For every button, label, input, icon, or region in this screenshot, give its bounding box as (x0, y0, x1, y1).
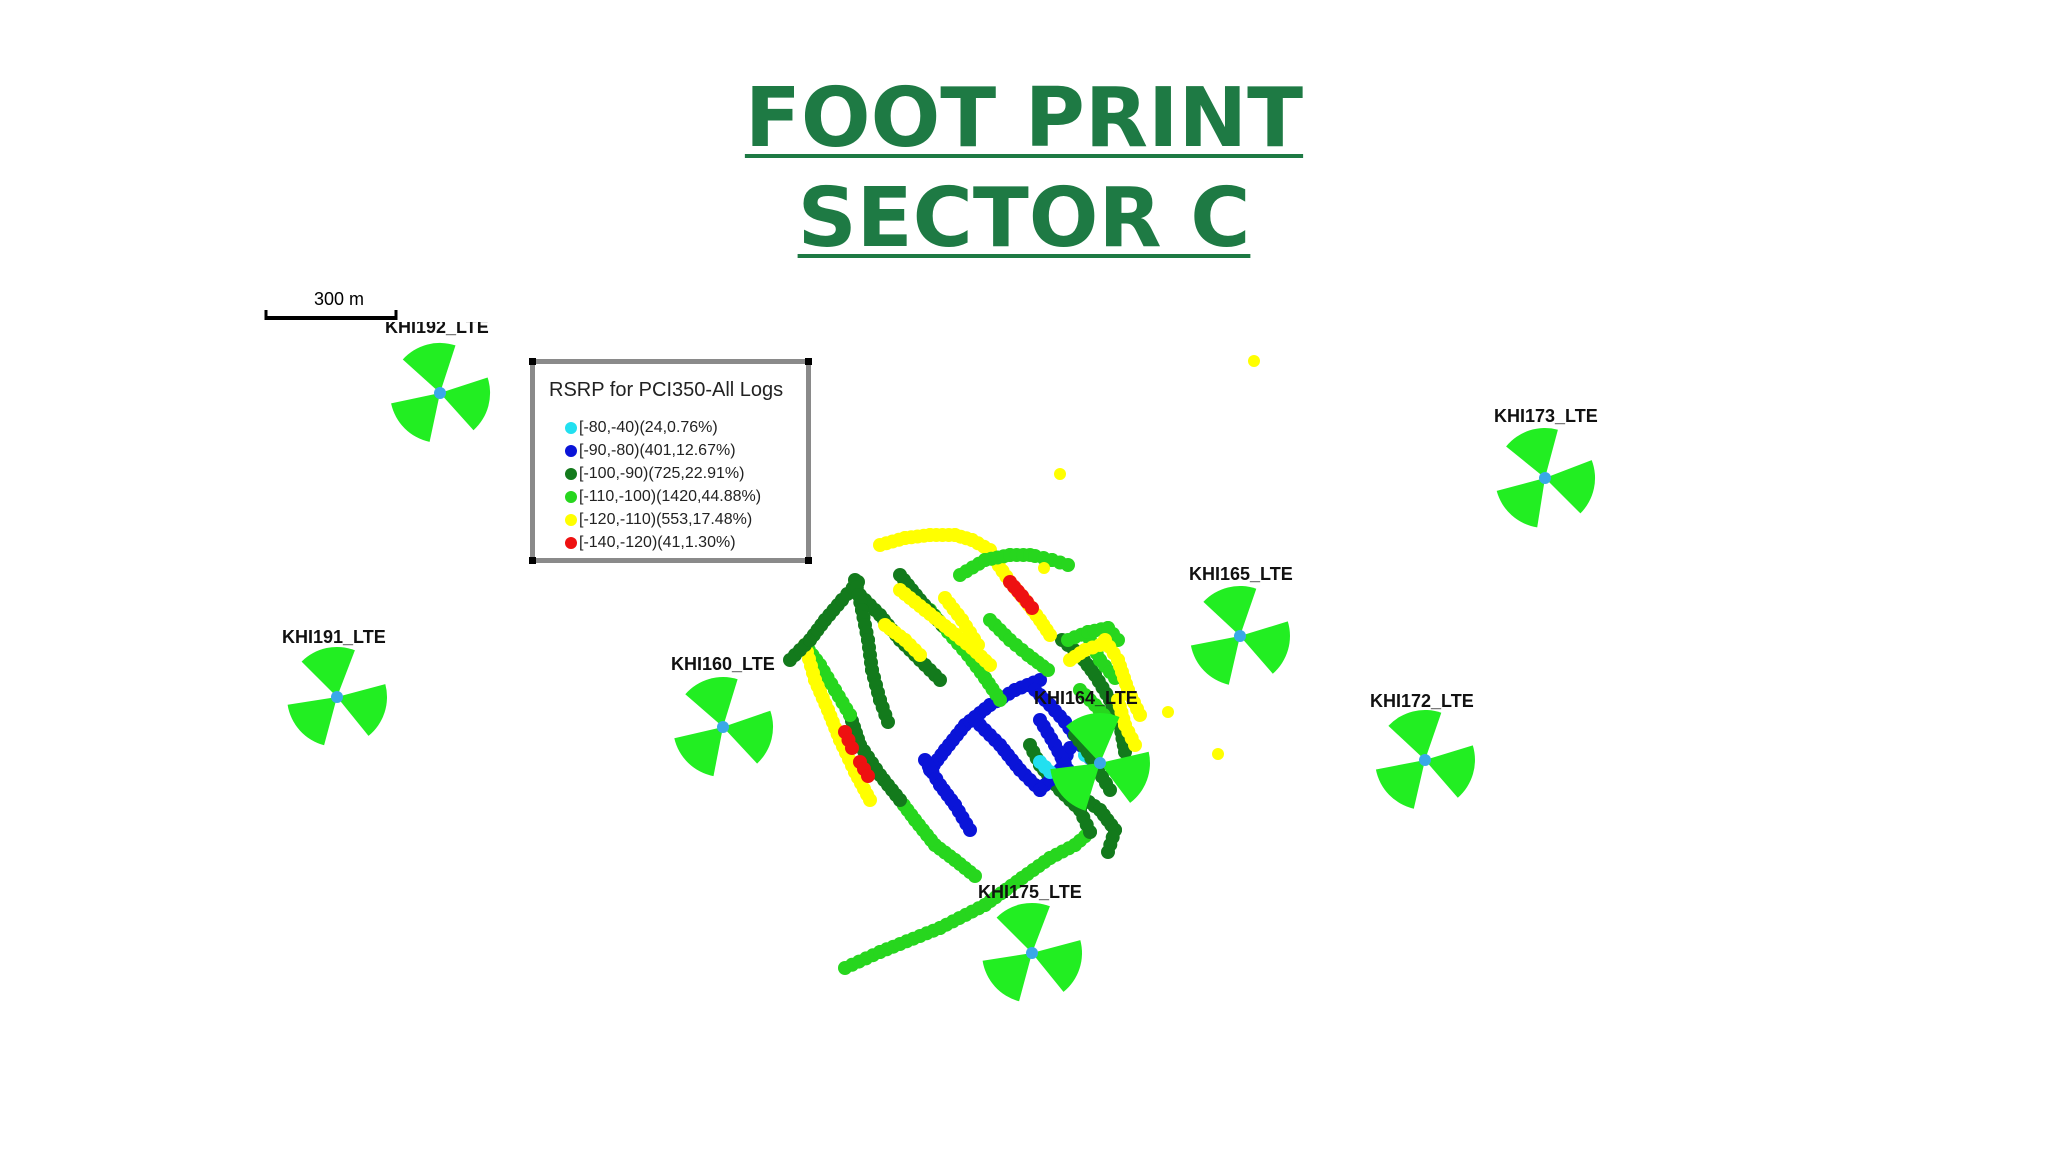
measurement-point (913, 648, 927, 662)
legend-dot-icon (565, 536, 577, 549)
site-antenna-icon[interactable] (391, 342, 491, 442)
legend-item: [-120,-110)(553,17.48%) (565, 508, 761, 531)
site-label: KHI173_LTE (1494, 406, 1598, 426)
site-antenna-icon[interactable] (1496, 427, 1596, 528)
legend-item-label: [-110,-100)(1420,44.88%) (579, 487, 762, 505)
measurement-point (971, 638, 985, 652)
sites-layer (287, 342, 1596, 1002)
measurement-point (1133, 708, 1147, 722)
measurement-point (861, 769, 875, 783)
measurement-point (863, 793, 877, 807)
legend-item: [-100,-90)(725,22.91%) (565, 462, 761, 485)
legend-item-label: [-120,-110)(553,17.48%) (579, 510, 753, 528)
legend-item-label: [-140,-120)(41,1.30%) (579, 533, 736, 551)
measurement-point (1162, 706, 1174, 718)
legend-dot-icon (565, 490, 577, 503)
measurement-point (1248, 355, 1260, 367)
site-antenna-icon[interactable] (674, 677, 774, 777)
measurement-point (1043, 628, 1057, 642)
legend-box: RSRP for PCI350-All Logs [-80,-40)(24,0.… (529, 358, 812, 564)
site-label: KHI164_LTE (1034, 688, 1138, 708)
site-label: KHI160_LTE (671, 654, 775, 674)
legend-item: [-110,-100)(1420,44.88%) (565, 485, 761, 508)
measurement-point (1023, 738, 1037, 752)
site-antenna-icon[interactable] (982, 902, 1083, 1002)
measurement-point (845, 741, 859, 755)
measurement-point (1025, 601, 1039, 615)
measurement-point (1061, 558, 1075, 572)
measurement-point (881, 715, 895, 729)
measurement-point (1038, 562, 1050, 574)
site-antenna-icon[interactable] (1050, 713, 1150, 811)
title-line-2: SECTOR C (797, 171, 1251, 266)
site-antenna-icon[interactable] (1375, 709, 1475, 809)
site-label: KHI191_LTE (282, 627, 386, 647)
site-label: KHI172_LTE (1370, 691, 1474, 711)
measurement-point (983, 658, 997, 672)
legend-dot-icon (565, 467, 577, 480)
measurement-point (1103, 783, 1117, 797)
legend-title: RSRP for PCI350-All Logs (549, 379, 784, 401)
site-antenna-icon[interactable] (287, 646, 388, 746)
measurement-point (1054, 468, 1066, 480)
measurement-point (1101, 845, 1115, 859)
legend-item-label: [-90,-80)(401,12.67%) (579, 441, 736, 459)
legend-item: [-80,-40)(24,0.76%) (565, 416, 761, 439)
legend-item: [-90,-80)(401,12.67%) (565, 439, 761, 462)
legend-list: [-80,-40)(24,0.76%) [-90,-80)(401,12.67%… (565, 416, 761, 554)
measurement-point (1128, 738, 1142, 752)
legend-item-label: [-80,-40)(24,0.76%) (579, 418, 718, 436)
measurement-point (1118, 745, 1132, 759)
measurement-point (1212, 748, 1224, 760)
legend-dot-icon (565, 444, 577, 457)
legend-item: [-140,-120)(41,1.30%) (565, 531, 761, 554)
site-label: KHI165_LTE (1189, 564, 1293, 584)
measurement-point (933, 673, 947, 687)
legend-dot-icon (565, 421, 577, 434)
measurement-point (1041, 663, 1055, 677)
legend-dot-icon (565, 513, 577, 526)
site-label: KHI192_LTE (385, 322, 489, 337)
measurement-point (993, 693, 1007, 707)
title-line-1: FOOT PRINT (744, 71, 1304, 166)
measurement-point (963, 823, 977, 837)
site-antenna-icon[interactable] (1190, 585, 1290, 685)
site-label: KHI175_LTE (978, 882, 1082, 902)
scale-bar (264, 310, 398, 320)
scale-bar-label: 300 m (314, 289, 365, 309)
legend-item-label: [-100,-90)(725,22.91%) (579, 464, 745, 482)
